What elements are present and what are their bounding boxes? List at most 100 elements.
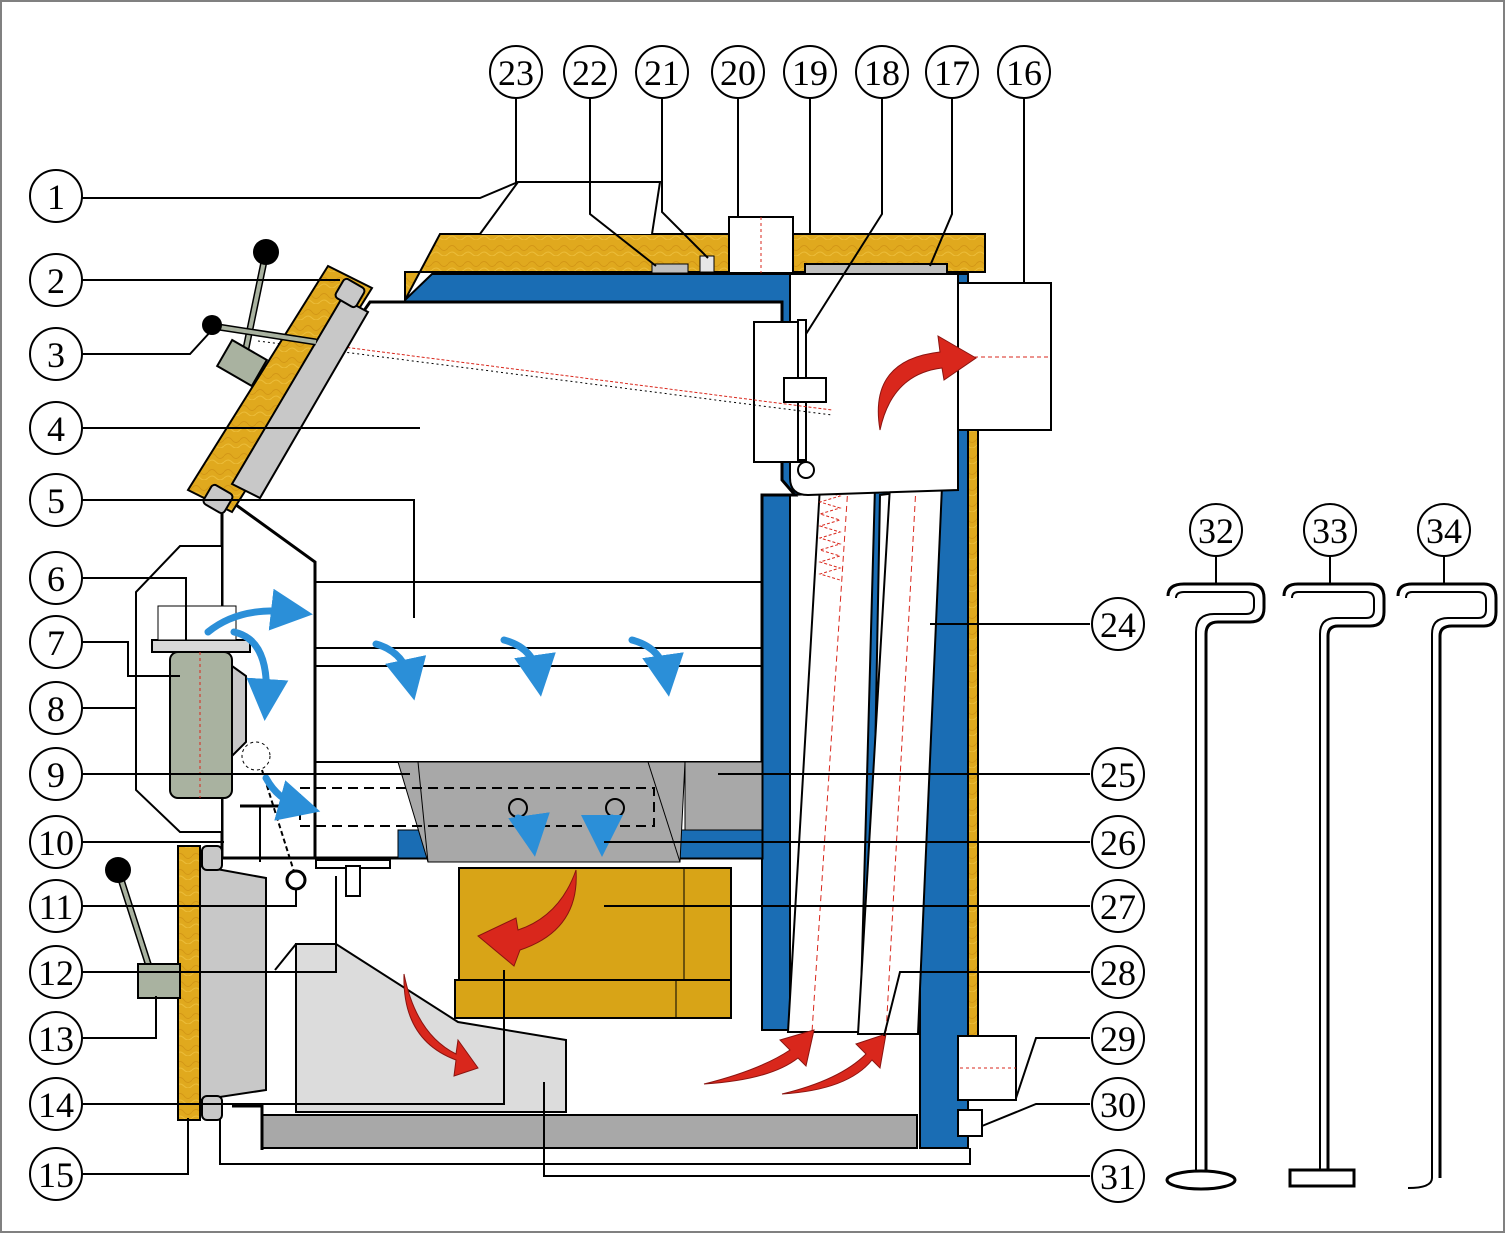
- callout-number: 21: [644, 53, 680, 93]
- airflow-arrow: [230, 628, 289, 721]
- top-insulation: [404, 233, 986, 301]
- callout-number: 23: [498, 53, 534, 93]
- regulator-plate: [151, 639, 251, 653]
- handle-bracket: [137, 963, 181, 999]
- flap-pull-rod: [257, 340, 833, 416]
- cleaning-door-plate: [199, 864, 267, 1102]
- callout-5: 5: [29, 473, 83, 527]
- callout-number: 24: [1100, 605, 1136, 645]
- hook-tool-inner: [1405, 591, 1487, 1189]
- callout-circle: [563, 45, 617, 99]
- callout-number: 10: [38, 823, 74, 863]
- callout-circle: [29, 879, 83, 933]
- callout-circle: [29, 253, 83, 307]
- secondary-air-valve: [241, 741, 271, 771]
- callout-14: 14: [29, 1077, 83, 1131]
- fan-motor: [169, 651, 233, 799]
- airflow-arrow: [628, 636, 684, 697]
- boiler-body: [219, 181, 1052, 1165]
- callout-circle: [29, 815, 83, 869]
- callout-circle: [1417, 503, 1471, 557]
- loading-door-plate: [230, 296, 370, 500]
- afterburn-block-lower: [454, 979, 732, 1019]
- fan-impeller: [231, 664, 247, 759]
- thermostat-housing: [728, 216, 794, 274]
- callout-circle: [1091, 1077, 1145, 1131]
- callout-circle: [1091, 945, 1145, 999]
- bottom-tray: [261, 1114, 918, 1149]
- callout-31: 31: [1091, 1149, 1145, 1203]
- cleaning-door-insulation: [177, 845, 201, 1121]
- callout-number: 5: [47, 481, 65, 521]
- rake-tool-inner: [1291, 591, 1375, 1170]
- callout-9: 9: [29, 747, 83, 801]
- tube-centerline: [811, 485, 849, 1033]
- callout-number: 11: [39, 887, 74, 927]
- callout-number: 4: [47, 409, 65, 449]
- handle-lever: [211, 324, 317, 344]
- callout-number: 2: [47, 261, 65, 301]
- callout-19: 19: [783, 45, 837, 99]
- callout-circle: [29, 551, 83, 605]
- callout-27: 27: [1091, 879, 1145, 933]
- rake-end: [1288, 1168, 1356, 1188]
- callout-6: 6: [29, 551, 83, 605]
- air-regulator: [135, 545, 391, 897]
- callout-circle: [711, 45, 765, 99]
- callout-circle: [29, 473, 83, 527]
- callout-number: 33: [1312, 511, 1348, 551]
- door-hinge: [201, 845, 223, 871]
- callout-12: 12: [29, 945, 83, 999]
- callout-1: 1: [29, 169, 83, 223]
- callout-circle: [1091, 1149, 1145, 1203]
- callout-number: 22: [572, 53, 608, 93]
- door-hinge: [334, 277, 366, 309]
- callout-33: 33: [1303, 503, 1357, 557]
- callout-20: 20: [711, 45, 765, 99]
- hook-tool: [1396, 582, 1498, 1178]
- flap-pull-rod: [257, 335, 833, 411]
- nozzle-side: [684, 761, 763, 831]
- rake-tool: [1282, 582, 1386, 1170]
- callout-circle: [1091, 597, 1145, 651]
- callout-number: 7: [47, 623, 65, 663]
- callout-2: 2: [29, 253, 83, 307]
- callout-number: 14: [38, 1085, 74, 1125]
- callout-circle: [1091, 815, 1145, 869]
- drain-fitting: [957, 1109, 983, 1137]
- ramp-edge: [274, 943, 297, 971]
- nozzle-slot: [299, 787, 655, 827]
- callout-number: 13: [38, 1019, 74, 1059]
- flue-gas-arrow: [877, 335, 977, 431]
- callout-circle: [29, 401, 83, 455]
- control-panel: [479, 181, 662, 235]
- callout-number: 17: [934, 53, 970, 93]
- callout-21: 21: [635, 45, 689, 99]
- callout-circle: [29, 747, 83, 801]
- callout-circle: [1189, 503, 1243, 557]
- turbulator: [818, 489, 842, 581]
- nozzle-line: [417, 761, 429, 863]
- flue-box: [789, 273, 959, 497]
- callout-circle: [29, 945, 83, 999]
- airflow-arrow: [508, 812, 550, 857]
- callout-circle: [29, 681, 83, 735]
- handle-bracket: [215, 338, 269, 388]
- handle-knob: [202, 315, 222, 335]
- callout-34: 34: [1417, 503, 1471, 557]
- callout-number: 20: [720, 53, 756, 93]
- callout-circle: [29, 1147, 83, 1201]
- callout-circle: [489, 45, 543, 99]
- callout-15: 15: [29, 1147, 83, 1201]
- flap-pin: [797, 461, 815, 479]
- callout-13: 13: [29, 1011, 83, 1065]
- handle-knob: [253, 239, 279, 265]
- callout-circle: [1303, 503, 1357, 557]
- callout-number: 26: [1100, 823, 1136, 863]
- airflow-arrows: [204, 588, 684, 857]
- callout-4: 4: [29, 401, 83, 455]
- callout-number: 18: [864, 53, 900, 93]
- callout-circle: [29, 1077, 83, 1131]
